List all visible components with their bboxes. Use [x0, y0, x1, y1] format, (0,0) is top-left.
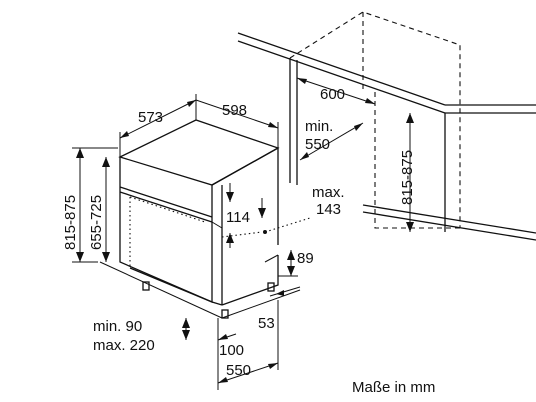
niche-outline: [237, 11, 536, 241]
max-143-label: 143: [316, 201, 341, 218]
dim-100-label: 100: [219, 342, 244, 359]
niche-min-label: min.: [305, 118, 333, 135]
dimension-lines: [72, 77, 414, 390]
depth-label: 573: [138, 109, 163, 126]
width-label: 598: [222, 102, 247, 119]
niche-height-label: 815-875: [399, 150, 416, 205]
plinth-min-label: min. 90: [93, 318, 142, 335]
units-caption: Maße in mm: [352, 379, 435, 396]
max-label: max.: [312, 184, 345, 201]
plinth-max-label: max. 220: [93, 337, 155, 354]
niche-width-label: 600: [320, 86, 345, 103]
niche-depth-label: 550: [305, 136, 330, 153]
dim-550-label: 550: [226, 362, 251, 379]
inner-height-label: 655-725: [88, 195, 105, 250]
dishwasher-body: [99, 119, 311, 319]
dim-114-label: 114: [226, 209, 250, 226]
outer-height-label: 815-875: [62, 195, 79, 250]
dim-89-label: 89: [297, 250, 314, 267]
dim-53-label: 53: [258, 315, 275, 332]
